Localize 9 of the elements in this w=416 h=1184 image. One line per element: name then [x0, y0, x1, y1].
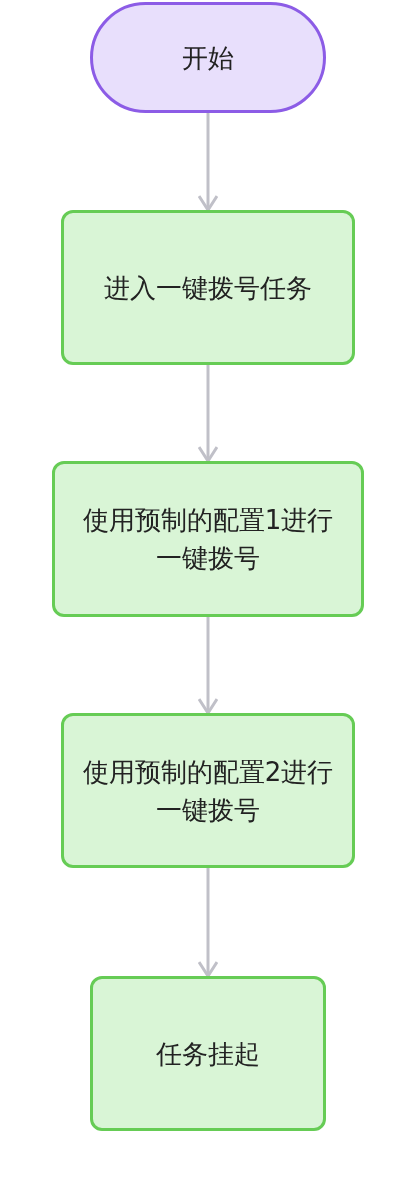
start-terminal: 开始	[90, 2, 326, 113]
process-box: 任务挂起	[90, 976, 326, 1131]
arrow	[197, 868, 219, 978]
arrow	[197, 617, 219, 715]
arrow	[197, 365, 219, 463]
process-box: 进入一键拨号任务	[61, 210, 355, 365]
process-box: 使用预制的配置1进行一键拨号	[52, 461, 364, 617]
process-box: 使用预制的配置2进行一键拨号	[61, 713, 355, 868]
arrow	[197, 113, 219, 212]
